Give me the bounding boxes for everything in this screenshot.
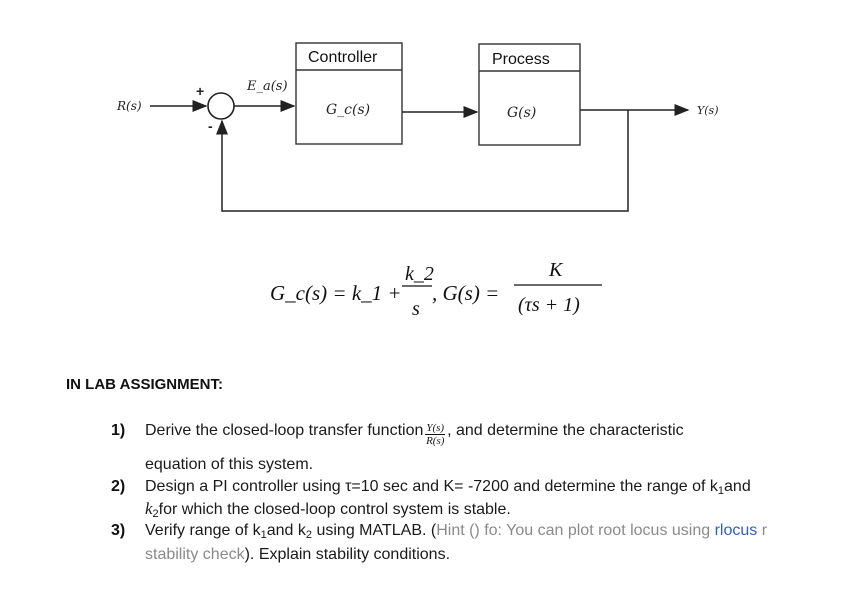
gc-equation: G_c(s) = k_1 + bbox=[270, 281, 402, 305]
minus-sign: - bbox=[208, 118, 213, 134]
block-diagram: R(s) + - E_a(s) Controller G_c(s) Proces… bbox=[116, 42, 719, 320]
item-2-text-a: Design a PI controller using τ=10 sec an… bbox=[145, 478, 718, 495]
process-block bbox=[478, 43, 581, 146]
item-3-text-c: ). Explain stability conditions. bbox=[244, 546, 451, 563]
item-1-number: 1) bbox=[111, 422, 126, 439]
controller-title: Controller bbox=[308, 49, 378, 66]
item-1-fraction: Y(s)R(s) bbox=[425, 422, 446, 447]
summing-junction bbox=[207, 92, 235, 120]
item-3-hint-2: stability check bbox=[145, 546, 245, 563]
process-title: Process bbox=[492, 51, 550, 68]
item-2-line-1: Design a PI controller using τ=10 sec an… bbox=[145, 476, 751, 502]
item-2-sub-1: 1 bbox=[717, 485, 725, 497]
error-label: E_a(s) bbox=[246, 79, 288, 94]
controller-block bbox=[295, 42, 403, 145]
feedback-path bbox=[216, 110, 629, 212]
item-3-line-1: Verify range of k1and k2 using MATLAB. (… bbox=[145, 520, 767, 546]
item-3-sub-1: 1 bbox=[260, 529, 267, 541]
item-1-text-a: Derive the closed-loop transfer function bbox=[145, 422, 424, 439]
gc-frac-num: k_2 bbox=[405, 263, 434, 285]
item-1-text-b: , and determine the characteristic bbox=[447, 422, 684, 439]
rlocus-link[interactable]: rlocus bbox=[714, 522, 758, 539]
output-label: Y(s) bbox=[697, 104, 719, 117]
controller-transfer: G_c(s) bbox=[326, 102, 370, 118]
item-1-frac-num: Y(s) bbox=[425, 422, 446, 435]
item-3-hint-tail: r bbox=[757, 522, 768, 539]
item-2-line-2: k2for which the closed-loop control syst… bbox=[145, 498, 511, 525]
input-label: R(s) bbox=[116, 99, 142, 113]
item-2-var: k bbox=[145, 499, 153, 518]
assignment-heading: IN LAB ASSIGNMENT: bbox=[66, 376, 223, 393]
plus-sign: + bbox=[196, 83, 204, 99]
process-transfer: G(s) bbox=[507, 105, 536, 121]
item-2-text-b: and bbox=[724, 478, 751, 495]
item-2-sub-2: 2 bbox=[152, 508, 159, 520]
item-1-line-1: Derive the closed-loop transfer function… bbox=[145, 420, 684, 447]
item-2-text-c: for which the closed-loop control system… bbox=[158, 501, 511, 518]
item-1-frac-den: R(s) bbox=[426, 435, 445, 447]
item-3-text-a: Verify range of k bbox=[145, 522, 261, 539]
item-3-text-mid: and k bbox=[266, 522, 306, 539]
item-2-number: 2) bbox=[111, 478, 126, 495]
item-3-text-b: using MATLAB. ( bbox=[312, 522, 437, 539]
item-3-sub-2: 2 bbox=[305, 529, 313, 541]
gc-frac-den: s bbox=[412, 298, 420, 320]
g-frac-num: K bbox=[548, 259, 564, 281]
g-frac-den: (τs + 1) bbox=[518, 294, 580, 316]
item-3-number: 3) bbox=[111, 522, 126, 539]
item-1-line-2: equation of this system. bbox=[145, 456, 314, 473]
g-equation: , G(s) = bbox=[432, 281, 499, 305]
item-3-hint: Hint () fo: You can plot root locus usin… bbox=[436, 522, 715, 539]
item-3-line-2: stability check). Explain stability cond… bbox=[145, 544, 450, 565]
